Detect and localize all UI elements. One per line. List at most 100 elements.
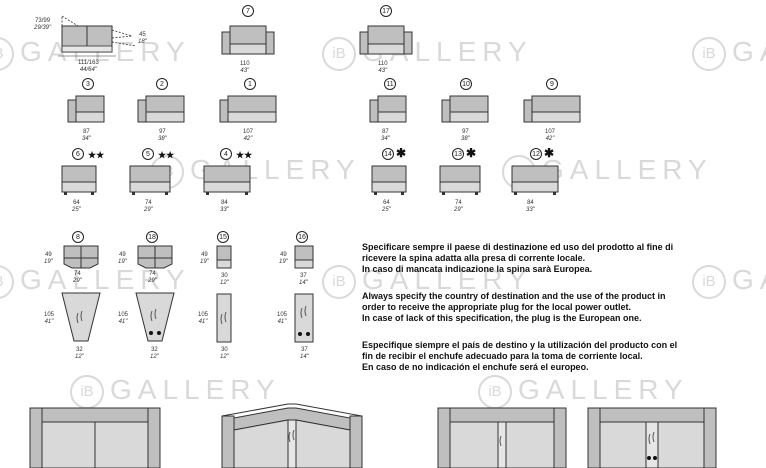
notice-english: Always specify the country of destinatio…	[362, 291, 666, 324]
notice-spanish: Especifique siempre el país de destino y…	[362, 340, 678, 373]
module-7-drawing	[221, 25, 275, 55]
module-3-drawing	[67, 95, 105, 123]
module-number-5: 5	[142, 148, 154, 160]
ib-logo-icon: iB	[692, 36, 726, 71]
module-number-10: 10	[460, 78, 472, 90]
module-5-drawing	[129, 165, 171, 195]
composition-sofa-corner-right	[587, 407, 717, 468]
module-number-7: 7	[242, 5, 254, 17]
ib-logo-icon: iB	[0, 36, 14, 71]
module-18-front-drawing	[137, 245, 173, 269]
asterisk-icon: ✱	[544, 146, 555, 160]
module-8-plan-drawing	[61, 292, 101, 342]
double-star-icon: ★★	[88, 150, 105, 160]
module-18-plan-drawing	[135, 292, 175, 342]
module-number-4: 4	[220, 148, 232, 160]
module-number-17: 17	[380, 5, 392, 17]
ib-logo-icon: iB	[478, 374, 512, 409]
module-4-drawing	[203, 165, 251, 195]
module-number-15: 15	[217, 231, 229, 243]
module-14-drawing	[371, 165, 407, 195]
module-number-3: 3	[82, 78, 94, 90]
module-12-drawing	[511, 165, 559, 195]
module-15-plan-drawing	[216, 293, 232, 343]
module-2-drawing	[137, 95, 185, 123]
double-star-icon: ★★	[236, 150, 253, 160]
module-number-12: 12	[530, 148, 542, 160]
module-13-drawing	[439, 165, 481, 195]
module-number-11: 11	[384, 78, 396, 90]
module-number-1: 1	[244, 78, 256, 90]
double-star-icon: ★★	[158, 150, 175, 160]
asterisk-icon: ✱	[396, 146, 407, 160]
module-number-16: 16	[296, 231, 308, 243]
ib-logo-icon: iB	[322, 264, 356, 299]
module-11-drawing	[369, 95, 407, 123]
module-number-18: 18	[146, 231, 158, 243]
ib-logo-icon: iB	[692, 264, 726, 299]
composition-sofa-corner-left	[437, 407, 567, 468]
module-1-drawing	[219, 95, 277, 123]
module-number-8: 8	[72, 231, 84, 243]
module-10-drawing	[441, 95, 489, 123]
module-number-6: 6	[72, 148, 84, 160]
ib-logo-icon: iB	[0, 264, 14, 299]
sofa-side-view	[58, 15, 137, 57]
module-15-front-drawing	[216, 245, 232, 269]
module-number-2: 2	[156, 78, 168, 90]
module-16-front-drawing	[294, 245, 314, 269]
module-16-plan-drawing	[294, 293, 314, 343]
asterisk-icon: ✱	[466, 146, 477, 160]
notice-italian: Specificare sempre il paese di destinazi…	[362, 242, 674, 275]
module-number-14: 14	[382, 148, 394, 160]
module-8-front-drawing	[63, 245, 99, 269]
module-number-13: 13	[452, 148, 464, 160]
module-6-drawing	[61, 165, 97, 195]
composition-sofa-straight	[29, 407, 161, 468]
module-number-9: 9	[546, 78, 558, 90]
module-9-drawing	[523, 95, 581, 123]
ib-logo-icon: iB	[322, 36, 356, 71]
composition-sofa-angled	[221, 403, 363, 468]
